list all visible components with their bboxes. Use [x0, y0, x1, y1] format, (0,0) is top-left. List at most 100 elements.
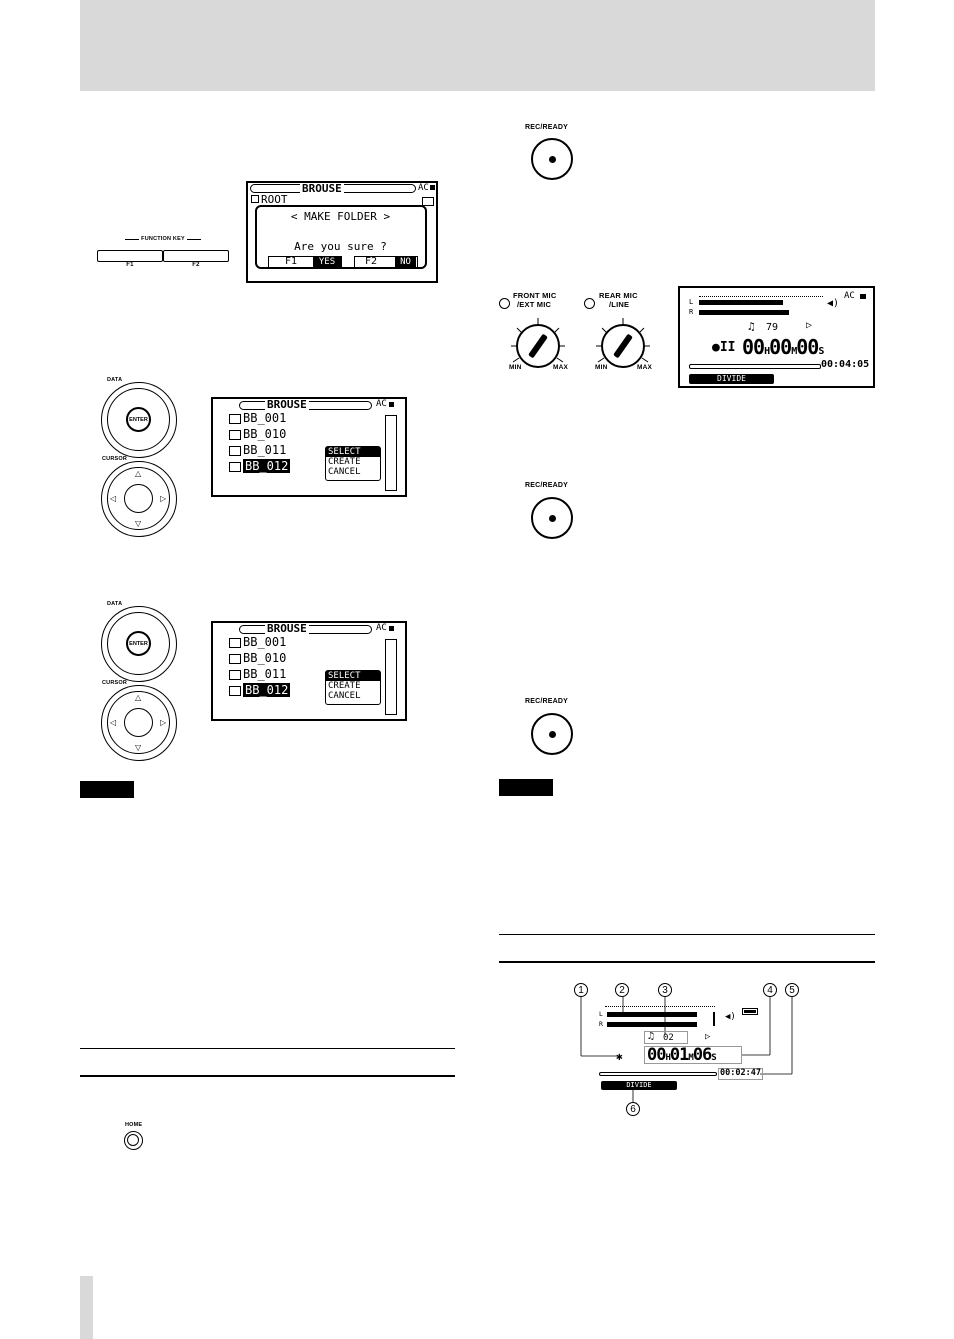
cursor-down-icon[interactable]: ▽ [135, 743, 142, 752]
rear-max-label: MAX [637, 364, 653, 371]
unit-h: H [665, 1053, 671, 1063]
level-meter-l [699, 300, 783, 305]
rec-ready-button[interactable] [531, 138, 573, 180]
menu-item-create[interactable]: CREATE [328, 457, 361, 467]
context-menu: SELECT CREATE CANCEL [325, 446, 381, 481]
unit-s: S [711, 1053, 717, 1063]
make-folder-screen: BROUSE AC ROOT < MAKE FOLDER > Are you s… [246, 181, 438, 283]
root-icon [251, 195, 259, 203]
menu-item-cancel[interactable]: CANCEL [328, 691, 361, 701]
cursor-up-icon[interactable]: △ [135, 469, 142, 478]
mark-flag-icon: ▷ [705, 1032, 711, 1042]
cursor-up-icon[interactable]: △ [135, 693, 142, 702]
scrollbar[interactable] [385, 415, 397, 491]
enter-button[interactable]: ENTER [126, 631, 151, 656]
cursor-pad[interactable]: △ ▽ ◁ ▷ [101, 685, 177, 761]
rec-pause-icon: ●II [712, 340, 736, 355]
f1-button[interactable]: F1 [97, 250, 163, 268]
enter-label: ENTER [129, 416, 148, 423]
level-meter-r [607, 1022, 697, 1027]
home-label: HOME [125, 1122, 143, 1128]
list-item[interactable]: BB_001 [229, 635, 286, 649]
folder-name: BB_010 [243, 427, 287, 441]
power-source: AC [376, 399, 387, 409]
progress-bar [599, 1072, 717, 1076]
progress-bar [689, 364, 821, 369]
track-box [644, 1031, 688, 1044]
cursor-right-icon[interactable]: ▷ [160, 494, 167, 503]
confirm-question: Are you sure ? [294, 240, 387, 253]
browse-title: BROUSE [265, 398, 309, 411]
no-softkey[interactable]: F2 NO [354, 256, 418, 268]
data-wheel-label: DATA [107, 377, 123, 383]
list-item[interactable]: BB_010 [229, 651, 286, 665]
rec-ready-button[interactable] [531, 713, 573, 755]
menu-item-select[interactable]: SELECT [326, 671, 380, 681]
ch-r-label: R [689, 308, 694, 316]
menu-item-cancel[interactable]: CANCEL [328, 467, 361, 477]
cursor-center-button[interactable] [124, 484, 153, 513]
list-item-selected[interactable]: BB_012 [229, 459, 291, 473]
time-hours: 00 [742, 335, 765, 359]
enter-label: ENTER [129, 640, 148, 647]
cursor-right-icon[interactable]: ▷ [160, 718, 167, 727]
f2-label: F2 [192, 262, 200, 268]
cursor-left-icon[interactable]: ◁ [110, 494, 117, 503]
data-wheel[interactable]: ENTER [101, 606, 177, 682]
remaining-time: 00:04:05 [821, 359, 870, 370]
divide-softkey[interactable]: DIVIDE [601, 1081, 677, 1090]
data-wheel[interactable]: ENTER [101, 382, 177, 458]
yes-softkey[interactable]: F1 YES [268, 256, 342, 268]
time-seconds: 00 [796, 335, 819, 359]
header-band [80, 0, 875, 91]
rec-ready-label: REC/READY [525, 698, 569, 705]
level-scale [699, 296, 823, 297]
callout-leaders [580, 997, 793, 1102]
track-number: 02 [663, 1033, 674, 1043]
f2-key-label: F2 [365, 256, 378, 267]
cursor-left-icon[interactable]: ◁ [110, 718, 117, 727]
callout-4: 4 [763, 983, 777, 997]
browse-screen-2: BROUSE AC BB_001 BB_010 BB_011 BB_012 SE… [211, 621, 407, 721]
f2-button[interactable]: F2 [163, 250, 229, 268]
rear-mic-knob[interactable] [601, 324, 645, 368]
unit-s: S [818, 346, 824, 357]
remain-box [718, 1068, 763, 1080]
front-mic-knob[interactable] [516, 324, 560, 368]
rear-min-label: MIN [595, 364, 608, 371]
cursor-pad[interactable]: △ ▽ ◁ ▷ [101, 461, 177, 537]
rec-ready-button[interactable] [531, 497, 573, 539]
screen-title: BROUSE [300, 182, 344, 195]
rec-ready-label: REC/READY [525, 482, 569, 489]
divide-softkey[interactable]: DIVIDE [689, 374, 774, 384]
unit-m: M [688, 1053, 694, 1063]
list-item[interactable]: BB_011 [229, 443, 286, 457]
rear-mic-led-icon [584, 298, 595, 309]
menu-item-create[interactable]: CREATE [328, 681, 361, 691]
list-item[interactable]: BB_011 [229, 667, 286, 681]
section-rule-bottom [499, 961, 875, 963]
list-item[interactable]: BB_001 [229, 411, 286, 425]
list-item-selected[interactable]: BB_012 [229, 683, 291, 697]
enter-button[interactable]: ENTER [126, 407, 151, 432]
cursor-center-button[interactable] [124, 708, 153, 737]
plug-icon [389, 402, 394, 407]
front-mic-led-icon [499, 298, 510, 309]
note-heading-bar [80, 781, 134, 798]
list-item[interactable]: BB_010 [229, 427, 286, 441]
elapsed-time: 00H00M00S [742, 335, 824, 359]
scrollbar[interactable] [385, 639, 397, 715]
home-button[interactable] [124, 1131, 143, 1150]
ch-r-label: R [599, 1020, 603, 1028]
folder-name: BB_001 [243, 635, 287, 649]
cursor-down-icon[interactable]: ▽ [135, 519, 142, 528]
cursor-pad-label: CURSOR [102, 680, 128, 686]
front-max-label: MAX [553, 364, 569, 371]
menu-item-select[interactable]: SELECT [326, 447, 380, 457]
callout-6: 6 [626, 1102, 640, 1116]
speaker-icon: ◀) [725, 1012, 736, 1022]
folder-name: BB_011 [243, 443, 287, 457]
no-label: NO [395, 257, 416, 267]
folder-icon [229, 685, 241, 696]
plug-icon [860, 294, 866, 299]
